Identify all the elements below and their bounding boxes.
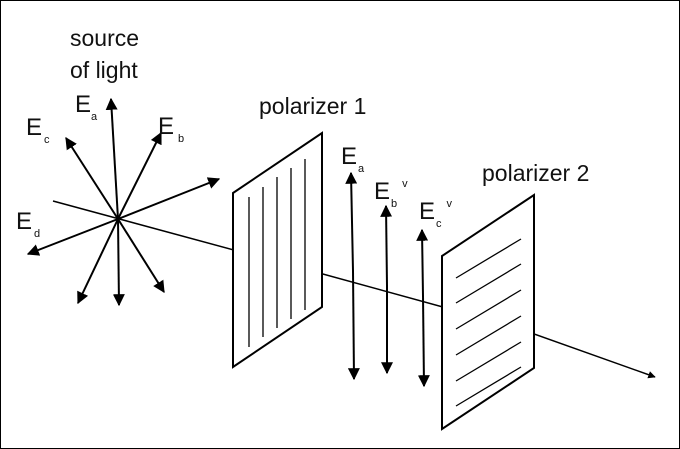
vector-down <box>112 218 125 307</box>
source-label-line2: of light <box>70 57 138 83</box>
source-vectors <box>26 97 221 307</box>
polarizer2-label: polarizer 2 <box>482 160 589 186</box>
polarizer1-label: polarizer 1 <box>259 93 366 119</box>
vector-eb-opposite <box>77 218 119 305</box>
vector-ed <box>26 218 119 256</box>
label-ea-polarized: Ea <box>341 143 365 175</box>
label-ecv: Ecv <box>419 198 453 230</box>
vector-eb <box>117 131 162 220</box>
polarizer-1 <box>232 131 323 369</box>
vector-ec-opposite <box>117 218 165 294</box>
label-ebv: Ebv <box>374 178 408 210</box>
polarizer2-plate <box>441 193 535 431</box>
source-label-line1: source <box>70 25 139 51</box>
beam-segment-2 <box>300 267 462 313</box>
polarized-vectors <box>345 171 430 388</box>
polarizer-2 <box>441 193 535 431</box>
vector-ea-up <box>105 97 119 220</box>
polarized-vector-labels: Ea Ebv Ecv <box>341 143 453 230</box>
vector-ec <box>65 136 119 220</box>
vector-right <box>117 177 221 220</box>
label-ea: Ea <box>75 91 98 123</box>
beam-segment-1 <box>52 200 257 257</box>
